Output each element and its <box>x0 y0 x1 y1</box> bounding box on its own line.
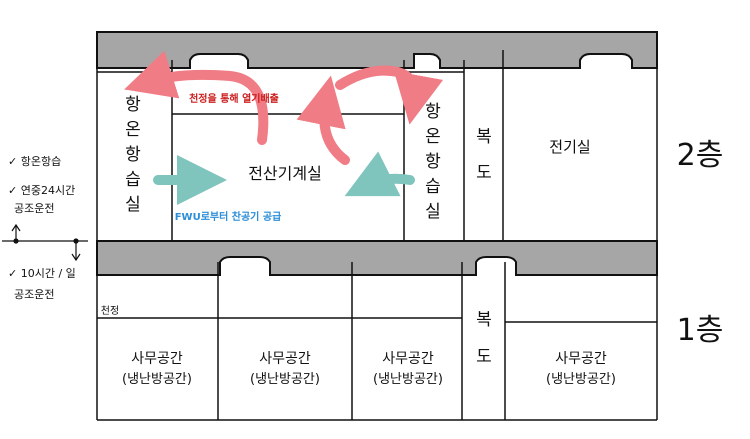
upper-corridor-label: 복 도 <box>476 127 492 183</box>
upper-note-line-2: ✓ 연중24시간 <box>8 184 75 197</box>
right-room-char-5: 실 <box>425 202 441 222</box>
left-room-char-3: 항 <box>125 145 141 165</box>
left-room-char-4: 습 <box>125 170 141 190</box>
office-4-sub: (냉난방공간) <box>546 372 616 387</box>
electric-room-label: 전기실 <box>549 138 590 156</box>
upper-note-line-3: 공조운전 <box>14 202 54 215</box>
upper-floor-label: 2층 <box>677 138 724 173</box>
office-3-sub: (냉난방공간) <box>373 372 443 387</box>
cool-air-arrows <box>153 151 415 205</box>
right-room-char-1: 항 <box>425 102 441 122</box>
office-2-name: 사무공간 <box>259 351 311 367</box>
lower-note-line-2: 공조운전 <box>14 288 54 301</box>
hot-air-arrows <box>124 50 444 165</box>
left-room-char-5: 실 <box>125 195 141 215</box>
left-room-char-2: 온 <box>125 120 141 140</box>
right-room-char-2: 온 <box>425 127 441 147</box>
hot-arrow-left <box>124 50 269 145</box>
lower-floor-walls <box>96 241 658 421</box>
floor-height-marker <box>2 223 88 262</box>
office-1: 사무공간 (냉난방공간) <box>122 351 192 387</box>
lower-side-note: ✓ 10시간 / 일 공조운전 <box>8 266 76 301</box>
ceiling-label: 천정 <box>101 305 119 317</box>
upper-side-note: ✓ 항온항습 ✓ 연중24시간 공조운전 <box>8 155 75 215</box>
office-4-name: 사무공간 <box>555 351 607 367</box>
left-room-label: 항 온 항 습 실 <box>125 95 141 215</box>
cool-supply-note: FWU로부터 찬공기 공급 <box>175 210 282 223</box>
right-room-label: 항 온 항 습 실 <box>425 102 441 222</box>
center-room-label: 전산기계실 <box>248 164 322 183</box>
left-room-char-1: 항 <box>125 95 141 115</box>
lower-corridor-label: 복 도 <box>476 310 492 367</box>
office-1-name: 사무공간 <box>131 351 183 367</box>
heat-exhaust-note: 천정을 통해 열기배출 <box>189 92 279 105</box>
hot-arrow-center <box>296 75 350 165</box>
lower-note-line-1: ✓ 10시간 / 일 <box>8 266 76 280</box>
lower-corridor-char-1: 복 <box>476 310 492 330</box>
right-room-char-3: 항 <box>425 152 441 172</box>
upper-corridor-char-2: 도 <box>476 163 492 183</box>
lower-floor-label: 1층 <box>677 313 724 348</box>
upper-note-line-1: ✓ 항온항습 <box>8 155 61 168</box>
lower-slab <box>96 240 658 276</box>
office-1-sub: (냉난방공간) <box>122 372 192 387</box>
office-2: 사무공간 (냉난방공간) <box>250 351 320 387</box>
upper-corridor-char-1: 복 <box>476 127 492 147</box>
office-2-sub: (냉난방공간) <box>250 372 320 387</box>
office-3-name: 사무공간 <box>382 351 434 367</box>
right-room-char-4: 습 <box>425 177 441 197</box>
cool-arrow-right <box>344 151 415 197</box>
upper-slab <box>96 31 658 69</box>
hot-arrow-right <box>335 65 444 125</box>
office-3: 사무공간 (냉난방공간) <box>373 351 443 387</box>
office-4: 사무공간 (냉난방공간) <box>546 351 616 387</box>
lower-corridor-char-2: 도 <box>476 347 492 367</box>
